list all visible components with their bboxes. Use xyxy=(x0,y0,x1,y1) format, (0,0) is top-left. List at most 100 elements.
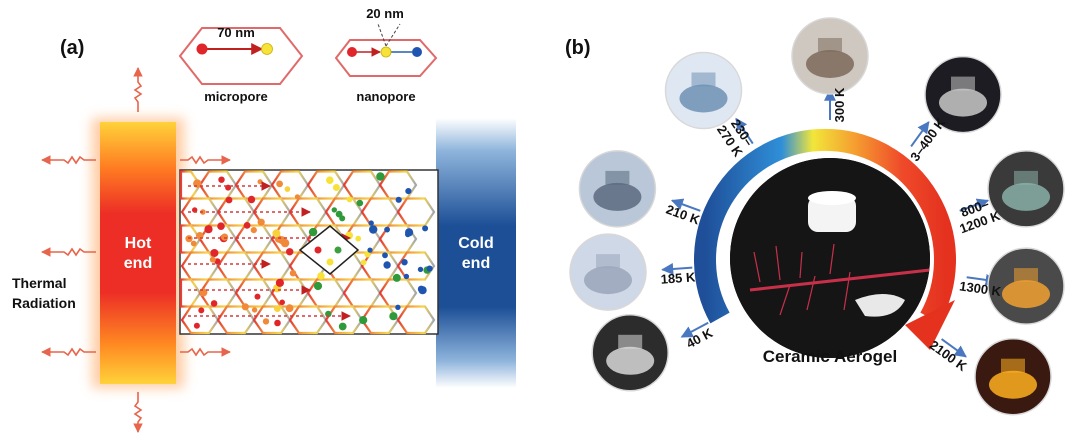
lunar-base-image xyxy=(591,314,669,392)
temperature-connector xyxy=(941,338,967,358)
gas-molecule xyxy=(209,256,216,263)
gas-molecule xyxy=(210,300,218,307)
center-caption: Ceramic Aerogel xyxy=(763,347,897,366)
gas-molecule xyxy=(272,229,281,238)
gas-molecule xyxy=(243,222,251,229)
cold-storage-image xyxy=(664,51,743,130)
hot-end-label-line2: end xyxy=(124,255,152,272)
gas-molecule xyxy=(221,233,229,241)
gas-molecule xyxy=(275,278,284,287)
gas-molecule xyxy=(262,318,270,325)
gas-molecule xyxy=(286,248,294,256)
gas-molecule xyxy=(356,199,364,207)
gas-molecule xyxy=(331,207,337,213)
nanopore-inset: 20 nm nanopore xyxy=(334,6,438,104)
hot-end-block: Hot end xyxy=(92,118,184,388)
gas-molecule xyxy=(405,188,412,195)
gas-molecule xyxy=(294,194,300,200)
gas-molecule xyxy=(384,226,390,233)
gas-molecule xyxy=(367,247,373,253)
gas-molecule xyxy=(317,272,325,280)
cold-end-label-line1: Cold xyxy=(458,235,494,252)
nanopore-caption: nanopore xyxy=(356,89,415,104)
gas-molecule xyxy=(251,307,258,313)
gas-molecule xyxy=(376,172,385,181)
gas-molecule xyxy=(250,227,257,234)
gas-molecule xyxy=(355,235,362,242)
gas-molecule xyxy=(332,184,340,191)
gas-molecule xyxy=(210,249,219,257)
pore-cell xyxy=(396,305,436,335)
gas-molecule xyxy=(257,179,263,185)
gas-molecule xyxy=(257,218,265,226)
gas-molecule xyxy=(401,259,408,266)
micropore-inset: 70 nm micropore xyxy=(178,25,304,104)
gas-molecule xyxy=(279,299,286,306)
gas-molecule xyxy=(284,186,291,192)
gas-molecule xyxy=(368,220,374,226)
gas-molecule xyxy=(403,273,410,280)
gas-molecule xyxy=(193,322,200,329)
gas-molecule xyxy=(274,305,281,312)
temperature-connector xyxy=(910,121,930,147)
gas-molecule xyxy=(289,270,297,277)
nanopore-size: 20 nm xyxy=(366,6,404,21)
temperature-connector xyxy=(670,198,701,212)
gas-molecule xyxy=(417,266,424,273)
thermal-radiation-line2: Radiation xyxy=(12,295,76,311)
gas-molecule xyxy=(422,225,429,232)
gas-molecule xyxy=(383,261,391,269)
aerogel-photo xyxy=(730,158,930,358)
temperature-label: 40 K xyxy=(684,325,716,351)
gas-molecule xyxy=(405,228,414,237)
gas-molecule xyxy=(313,281,323,291)
molten-glow-image xyxy=(974,337,1052,416)
temperature-label: 300 K xyxy=(832,87,847,122)
gas-molecule xyxy=(274,319,281,327)
thermal-radiation-arrows xyxy=(41,67,231,433)
temperature-connector xyxy=(661,262,693,275)
micropore-caption: micropore xyxy=(204,89,268,104)
gas-molecule xyxy=(382,252,388,259)
hot-end-label-line1: Hot xyxy=(125,235,152,252)
gas-molecule xyxy=(360,259,367,266)
panel-b-label: (b) xyxy=(565,37,591,59)
gas-molecule xyxy=(389,312,398,321)
gas-molecule xyxy=(346,196,353,203)
gas-molecule xyxy=(308,227,318,237)
engine-image xyxy=(987,150,1065,228)
temperature-arc-arrowhead xyxy=(905,300,955,350)
astronaut-image xyxy=(924,55,1002,134)
gas-molecule xyxy=(395,304,401,310)
gas-molecule xyxy=(214,258,221,265)
gas-molecule xyxy=(218,176,225,183)
gas-molecule xyxy=(225,196,233,204)
gas-molecule xyxy=(338,322,347,331)
gas-molecule xyxy=(190,240,197,247)
gas-molecule xyxy=(217,222,225,230)
gas-molecule xyxy=(392,273,401,282)
temperature-label: 1300 K xyxy=(958,278,1002,299)
gas-molecule xyxy=(369,225,378,234)
firefighter-image xyxy=(987,247,1065,325)
gas-molecule xyxy=(395,196,402,203)
gas-molecule xyxy=(204,225,213,234)
cold-end-block: Cold end xyxy=(436,118,516,388)
panel-a-label: (a) xyxy=(60,37,84,59)
temperature-label: 185 K xyxy=(660,269,696,286)
temperature-connector xyxy=(680,321,709,338)
gas-molecule xyxy=(276,180,283,188)
lng-tank-image xyxy=(569,233,647,311)
gas-molecule xyxy=(418,286,427,295)
temperature-connector xyxy=(959,198,990,212)
gas-molecule xyxy=(359,316,368,325)
gas-molecule xyxy=(285,304,294,313)
gas-molecule xyxy=(241,303,249,311)
aerogel-pore-network xyxy=(179,169,439,335)
cold-end-label-line2: end xyxy=(462,255,490,272)
gas-molecule xyxy=(198,307,205,314)
gas-molecule xyxy=(426,265,433,272)
gas-molecule xyxy=(247,195,256,204)
pipeline-image xyxy=(578,150,657,228)
gas-molecule xyxy=(326,176,334,184)
